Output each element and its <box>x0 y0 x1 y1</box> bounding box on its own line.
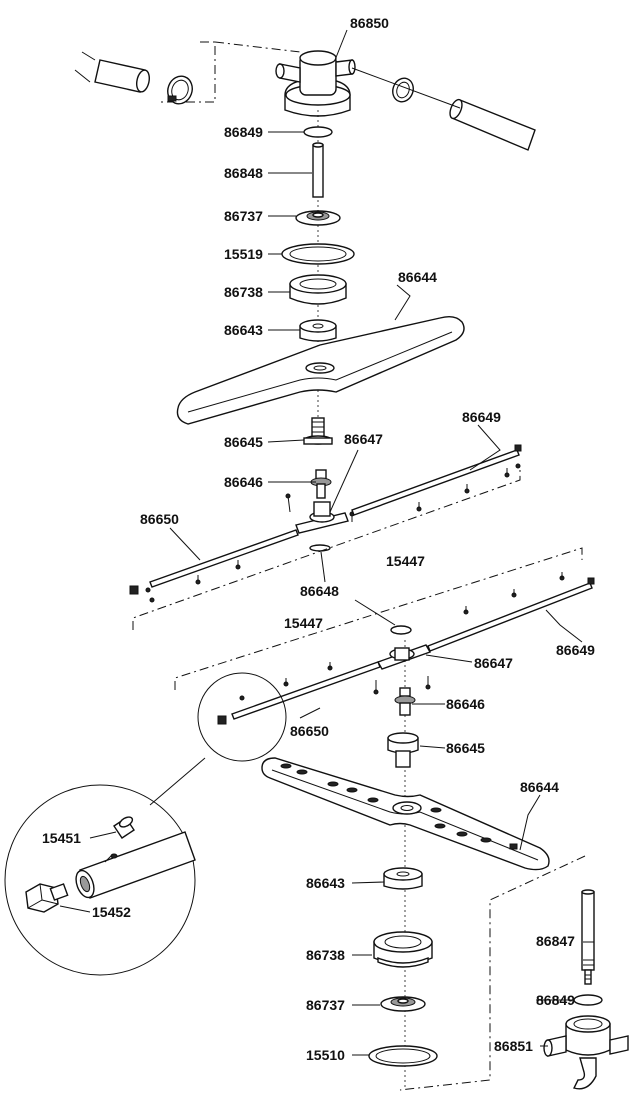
part-15510-gasket <box>368 1045 438 1067</box>
top-boundary-line <box>160 41 301 103</box>
label-15519: 15519 <box>224 246 263 262</box>
leader-lines <box>59 29 594 1056</box>
label-86738-bottom: 86738 <box>306 947 345 963</box>
middle-boundary-upper <box>132 470 521 630</box>
part-86647-hub-bottom <box>376 644 432 670</box>
detail-connector-line <box>149 757 206 806</box>
part-86648-washer-bottom <box>390 625 412 635</box>
part-15451-nozzle <box>113 816 135 839</box>
label-86649-top: 86649 <box>462 409 501 425</box>
part-86645-fitting-top <box>303 417 333 445</box>
label-86851: 86851 <box>494 1038 533 1054</box>
detail-tube <box>75 831 196 899</box>
part-86850-housing <box>275 50 356 117</box>
label-86645-bottom: 86645 <box>446 740 485 756</box>
middle-boundary-lower <box>174 547 583 690</box>
part-86851-housing <box>543 1015 629 1090</box>
label-86850: 86850 <box>350 15 389 31</box>
label-86650-bottom: 86650 <box>290 723 329 739</box>
label-86646-top: 86646 <box>224 474 263 490</box>
part-86847-shaft <box>581 889 595 985</box>
label-86650-top: 86650 <box>140 511 179 527</box>
label-86644-top: 86644 <box>398 269 437 285</box>
label-86849-top: 86849 <box>224 124 263 140</box>
supply-tube-left <box>74 51 150 93</box>
part-86737-bearing-bottom <box>380 996 426 1012</box>
part-86848-shaft <box>312 142 324 198</box>
bottom-boundary-line <box>399 855 586 1091</box>
label-86738-top: 86738 <box>224 284 263 300</box>
label-15510: 15510 <box>306 1047 345 1063</box>
label-15447-bottom: 15447 <box>284 615 323 631</box>
part-86649-tube-bottom <box>427 572 595 652</box>
label-86737-top: 86737 <box>224 208 263 224</box>
label-86737-bottom: 86737 <box>306 997 345 1013</box>
label-86648: 86648 <box>300 583 339 599</box>
part-86650-tube-top <box>129 529 299 603</box>
part-86647-hub-top <box>295 501 349 534</box>
part-86737-bearing-top <box>295 210 341 226</box>
label-86645-top: 86645 <box>224 434 263 450</box>
tube-axis-line <box>351 67 461 109</box>
supply-tube-right <box>449 98 536 151</box>
label-86649-bottom: 86649 <box>556 642 595 658</box>
label-15452: 15452 <box>92 904 131 920</box>
part-86738-nut-bottom <box>373 931 433 968</box>
hose-clamp-right <box>392 77 414 103</box>
label-86847: 86847 <box>536 933 575 949</box>
part-86738-nut-top <box>289 274 347 305</box>
part-86645-fitting-bottom <box>387 732 419 768</box>
part-86649-tube-top <box>351 444 522 516</box>
label-15451: 15451 <box>42 830 81 846</box>
label-86643-top: 86643 <box>224 322 263 338</box>
label-86849-bottom: 86849 <box>536 992 575 1008</box>
fastener-top-left <box>287 495 291 513</box>
part-86650-tube-bottom <box>217 661 381 725</box>
part-86644-upper-spray-arm <box>176 315 465 425</box>
part-15519-gasket <box>281 243 355 265</box>
part-15452-plug <box>25 883 69 913</box>
label-86647-top: 86647 <box>344 431 383 447</box>
label-86644-bottom: 86644 <box>520 779 559 795</box>
detail-circle-small <box>197 672 287 762</box>
label-86646-bottom: 86646 <box>446 696 485 712</box>
label-86643-bottom: 86643 <box>306 875 345 891</box>
part-86849-oring-bottom <box>573 994 603 1006</box>
part-86643-bushing-bottom <box>383 867 423 890</box>
part-86646-fitting-bottom <box>394 687 416 716</box>
part-86644-lower-spray-arm <box>261 757 550 871</box>
label-86848: 86848 <box>224 165 263 181</box>
part-86646-fitting-top <box>310 469 332 499</box>
part-86648-washer <box>309 544 331 552</box>
part-86849-oring-top <box>303 126 333 138</box>
detail-circle-large <box>4 784 196 976</box>
part-86643-bushing-top <box>299 319 337 342</box>
label-15447-top: 15447 <box>386 553 425 569</box>
label-86647-bottom: 86647 <box>474 655 513 671</box>
hose-clamp-left <box>167 75 193 105</box>
